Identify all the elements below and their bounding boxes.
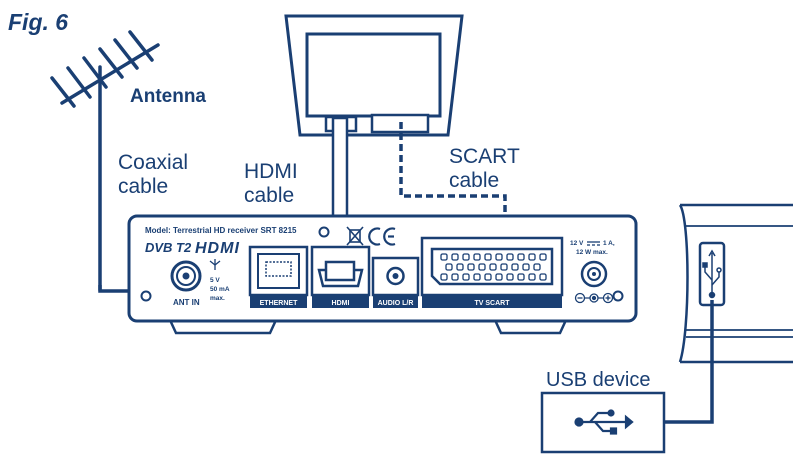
scart-pins (440, 253, 547, 281)
tv-icon (284, 14, 464, 137)
scart-pin (473, 273, 481, 281)
usb-device-label: USB device (546, 369, 651, 391)
scart-pin (495, 253, 503, 261)
scart-pin (440, 253, 448, 261)
power-text-2: 50 mA (210, 286, 230, 293)
scart-pin (506, 253, 514, 261)
scart-pin (445, 263, 453, 271)
usb-icon (574, 409, 634, 435)
dc-text-1: 12 V (570, 240, 584, 247)
usb-cable (664, 300, 714, 424)
ant-in-port (170, 260, 202, 292)
audio-port (371, 256, 420, 308)
antenna-label: Antenna (130, 86, 206, 107)
scart-pin (462, 273, 470, 281)
dc-symbol-icon (587, 241, 600, 246)
scart-port (420, 236, 564, 308)
ce-mark-icon (368, 227, 396, 246)
dc-text-3: 12 W max. (576, 249, 608, 256)
scart-pin (511, 263, 519, 271)
scart-label-line1: SCART (449, 145, 520, 168)
scart-pin (500, 263, 508, 271)
antenna-icon (50, 30, 160, 292)
dc-text-2: 1 A, (603, 240, 615, 247)
coaxial-label-line1: Coaxial (118, 151, 188, 174)
scart-pin (528, 273, 536, 281)
polarity-icon (574, 292, 614, 304)
hdmi-port-label: HDMI (332, 300, 350, 307)
coaxial-label-line2: cable (118, 175, 168, 198)
scart-pin (517, 273, 525, 281)
usb-port-icon (702, 249, 722, 299)
scart-pin (528, 253, 536, 261)
hdmi-logo: HDMI (195, 240, 240, 257)
scart-pin (467, 263, 475, 271)
scart-pin (517, 253, 525, 261)
hdmi-plug (324, 260, 356, 282)
ant-in-label: ANT IN (173, 298, 200, 307)
scart-pin (484, 273, 492, 281)
ethernet-port (248, 245, 309, 308)
scart-pin (473, 253, 481, 261)
scart-pin (456, 263, 464, 271)
ethernet-label: ETHERNET (260, 300, 298, 307)
scart-pin (462, 253, 470, 261)
scart-pin (495, 273, 503, 281)
figure-label: Fig. 6 (8, 9, 68, 35)
dvb-t2-logo: DVB T2 (145, 240, 192, 255)
hdmi-label-line2: cable (244, 184, 294, 207)
hdmi-label-line1: HDMI (244, 160, 298, 183)
scart-pin (539, 253, 547, 261)
scart-pin (522, 263, 530, 271)
scart-pin (451, 273, 459, 281)
power-text-3: max. (210, 295, 225, 302)
scart-pin (506, 273, 514, 281)
audio-port-label: AUDIO L/R (378, 300, 414, 307)
side-device (678, 203, 793, 364)
receiver-model: Model: Terrestrial HD receiver SRT 8215 (145, 226, 297, 235)
scart-pin (533, 263, 541, 271)
scart-pin (489, 263, 497, 271)
power-text-1: 5 V (210, 277, 220, 284)
scart-label-line2: cable (449, 169, 499, 192)
scart-port-label: TV SCART (475, 300, 511, 307)
scart-pin (478, 263, 486, 271)
scart-pin (440, 273, 448, 281)
scart-pin (484, 253, 492, 261)
scart-pin (539, 273, 547, 281)
antenna-small-icon (209, 259, 221, 270)
scart-pin (451, 253, 459, 261)
dc-input-port (580, 260, 608, 288)
